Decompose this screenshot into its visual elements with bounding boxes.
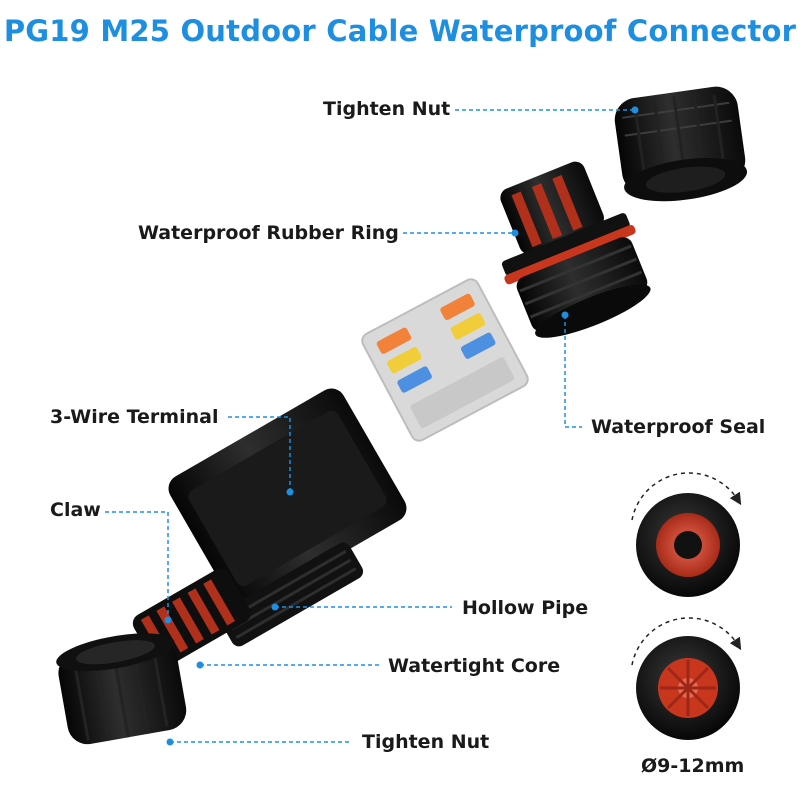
bottom-tighten-nut	[56, 633, 187, 745]
label-hollow-pipe: Hollow Pipe	[462, 597, 589, 619]
page-title: PG19 M25 Outdoor Cable Waterproof Connec…	[3, 14, 797, 48]
label-watertight-core: Watertight Core	[388, 655, 561, 677]
rubber-ring	[504, 224, 636, 285]
label-rubber-ring: Waterproof Rubber Ring	[138, 222, 399, 244]
leader-lines	[105, 109, 635, 743]
label-tighten-nut-bottom: Tighten Nut	[362, 731, 490, 753]
label-three-wire-terminal: 3-Wire Terminal	[50, 406, 219, 428]
detail-open-core	[631, 472, 742, 597]
label-waterproof-seal: Waterproof Seal	[591, 416, 766, 438]
leader-dots	[164, 106, 639, 746]
terminal-block	[361, 278, 529, 442]
label-diameter: Ø9-12mm	[641, 755, 745, 777]
top-tighten-nut	[614, 86, 748, 202]
upper-gland	[500, 161, 651, 338]
detail-closed-core	[631, 617, 742, 740]
label-tighten-nut-top: Tighten Nut	[323, 98, 451, 120]
label-claw: Claw	[50, 499, 101, 521]
main-housing	[168, 388, 407, 647]
